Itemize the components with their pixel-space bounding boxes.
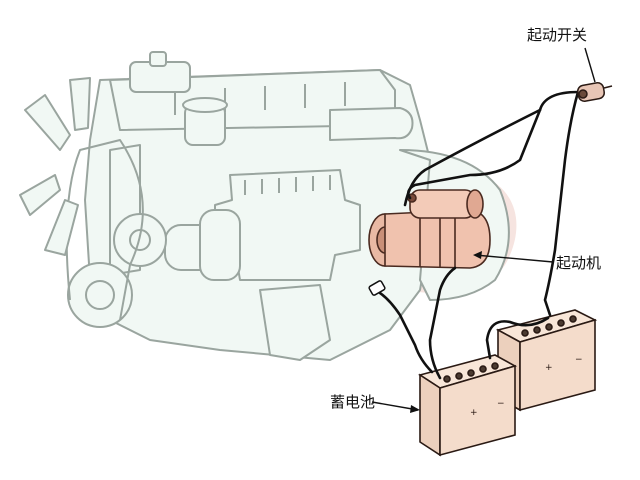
cable-battery-ground <box>378 291 434 374</box>
leader-battery-arrow <box>410 405 420 413</box>
cable-battery-link <box>485 316 550 360</box>
start-switch-terminal <box>578 89 588 99</box>
leader-lines <box>371 47 596 411</box>
starter-ribs <box>419 210 456 268</box>
fan-blades <box>19 77 91 256</box>
leader-starter-arrow <box>473 251 482 259</box>
battery-front-pos-mark: + <box>470 408 478 418</box>
battery-rear-side <box>519 318 596 412</box>
engine-block <box>19 51 510 361</box>
start-switch <box>577 82 613 102</box>
battery-front-side <box>439 364 516 457</box>
label-battery: 蓄电池 <box>330 393 376 411</box>
starter-motor <box>368 189 491 269</box>
start-switch-key <box>603 85 613 89</box>
intake-manifold <box>214 169 361 281</box>
intake-fins <box>244 175 331 195</box>
battery-front-front <box>419 373 441 457</box>
battery-rear-neg-mark: − <box>575 355 583 365</box>
wiring-cables <box>378 90 580 380</box>
battery-front-neg-mark: − <box>497 399 505 409</box>
label-starter-motor: 起动机 <box>556 254 602 272</box>
battery-front: + − <box>418 354 518 457</box>
cable-battery-to-starter <box>428 266 457 380</box>
starter-solenoid <box>409 189 476 219</box>
exhaust-manifold <box>329 107 414 141</box>
thermostat-cap <box>149 51 167 67</box>
leader-starter-motor <box>474 254 554 263</box>
ground-clamp <box>368 280 386 296</box>
battery-rear-caps <box>521 315 577 337</box>
label-start-switch: 起动开关 <box>527 26 588 44</box>
fuel-pump-cap <box>199 209 241 281</box>
oil-pan <box>259 284 331 361</box>
cable-loop-top <box>403 108 542 207</box>
oil-filler-top <box>182 97 228 113</box>
battery-rear-pos-mark: + <box>545 363 553 373</box>
leader-start-switch <box>584 47 596 83</box>
leader-battery <box>371 401 419 411</box>
crank-pulley-inner <box>85 280 115 310</box>
solenoid-end-cap <box>466 189 484 219</box>
cable-switch-to-battery <box>543 90 580 317</box>
battery-front-caps <box>443 362 499 383</box>
